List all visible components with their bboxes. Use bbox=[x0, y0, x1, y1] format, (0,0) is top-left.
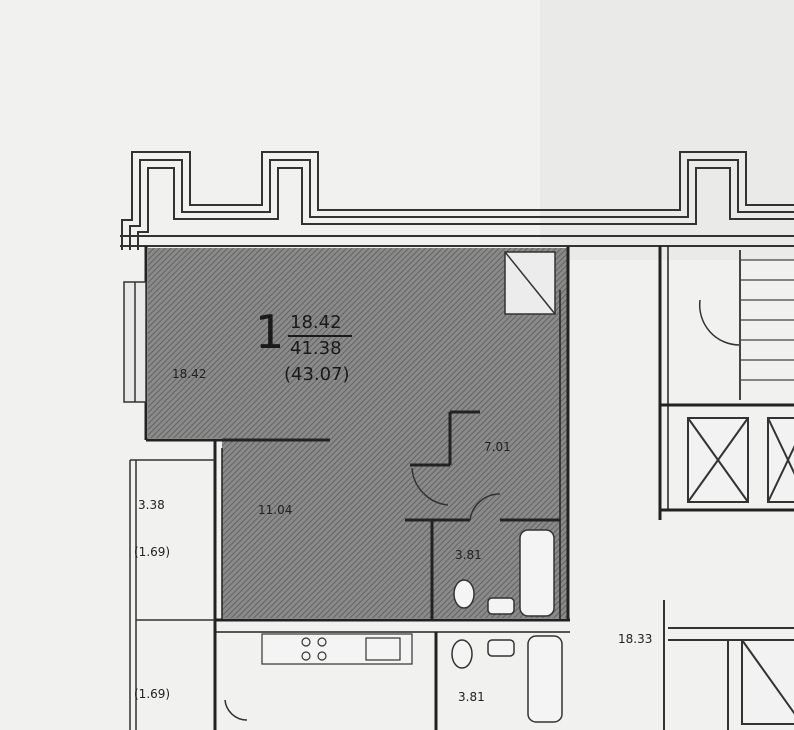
living-room-area: 18.42 bbox=[172, 367, 207, 381]
kitchen-area: 11.04 bbox=[258, 503, 293, 517]
elevators bbox=[687, 417, 794, 725]
fraction-line bbox=[288, 335, 352, 337]
wardrobe bbox=[504, 251, 556, 315]
facade-outline bbox=[120, 151, 794, 250]
balcony bbox=[129, 459, 215, 730]
corridor-area: 18.33 bbox=[618, 632, 653, 646]
room-count: 1 bbox=[255, 305, 285, 359]
total-with-balcony-value: (43.07) bbox=[284, 364, 350, 385]
stairs bbox=[739, 250, 794, 400]
kitchen-fixtures bbox=[261, 633, 413, 665]
bathroom-fixtures bbox=[451, 529, 563, 723]
hall-area: 7.01 bbox=[484, 440, 511, 454]
window bbox=[123, 281, 147, 403]
neighbor-bathroom-area: 3.81 bbox=[458, 690, 485, 704]
balcony-area: 3.38 bbox=[138, 498, 165, 512]
total-area-value: 41.38 bbox=[290, 338, 342, 359]
walls bbox=[144, 246, 794, 730]
balcony-reduced-upper: (1.69) bbox=[134, 545, 171, 559]
balcony-reduced-lower: (1.69) bbox=[134, 687, 171, 701]
door-swings bbox=[224, 299, 741, 721]
apartment-area bbox=[148, 248, 568, 618]
bathroom-area: 3.81 bbox=[455, 548, 482, 562]
living-area-value: 18.42 bbox=[290, 312, 342, 333]
